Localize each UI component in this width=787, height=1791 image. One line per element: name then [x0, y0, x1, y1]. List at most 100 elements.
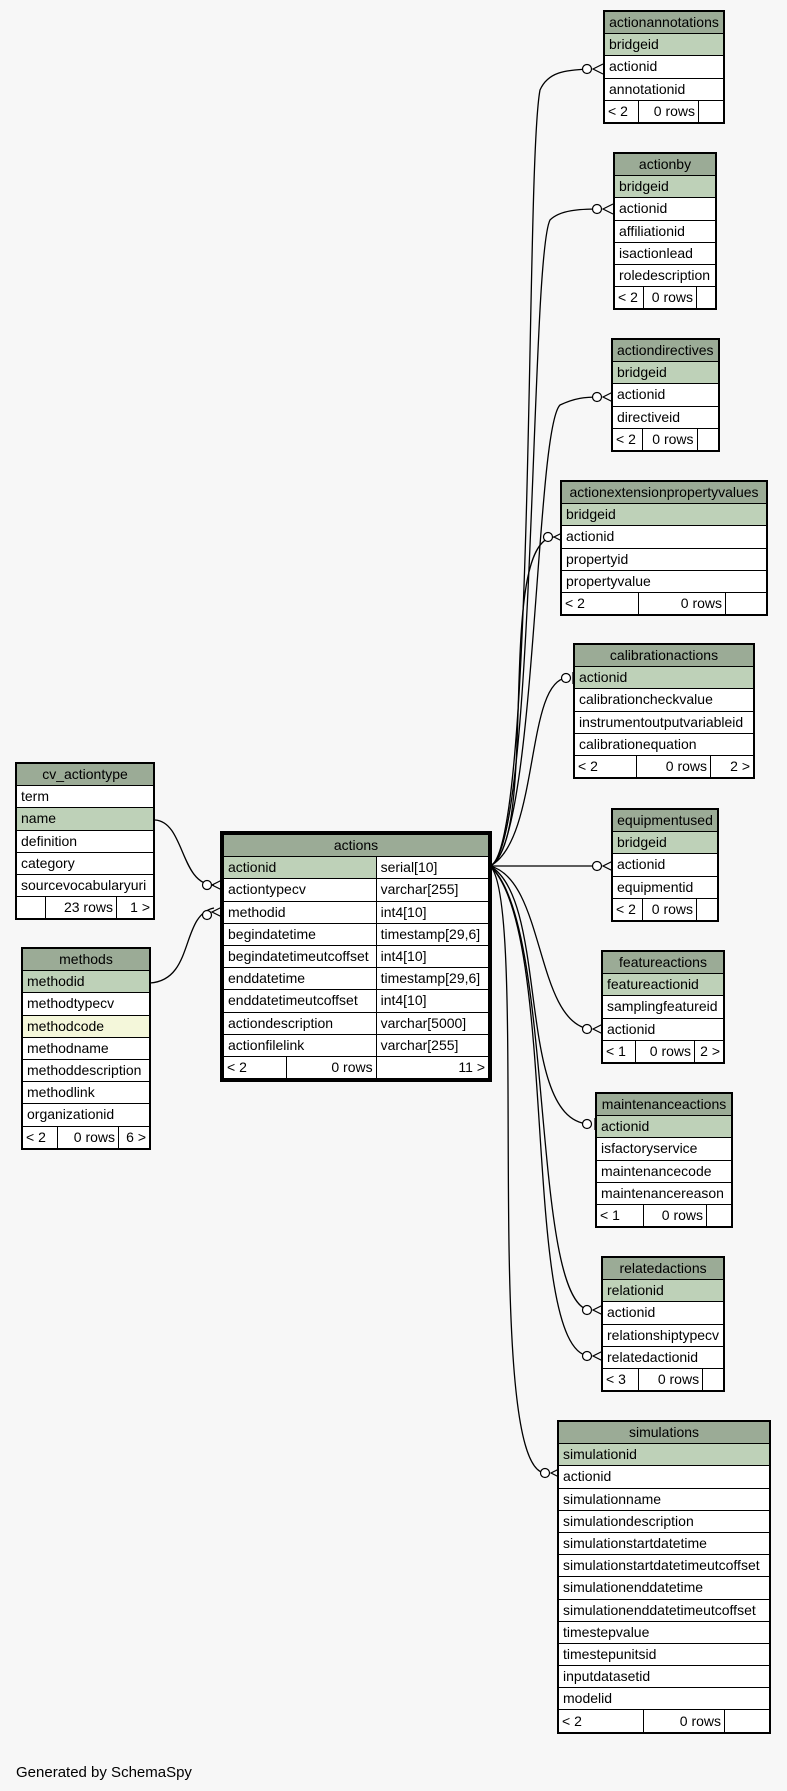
column-name[interactable]: equipmentid — [611, 875, 719, 899]
column-name[interactable]: bridgeid — [613, 175, 717, 199]
column-name[interactable]: calibrationequation — [573, 732, 755, 756]
column-name[interactable]: propertyvalue — [560, 569, 768, 593]
parent-count[interactable]: < 2 — [557, 1709, 644, 1734]
table-title[interactable]: actionextensionpropertyvalues — [560, 480, 768, 505]
column-name[interactable]: propertyid — [560, 547, 768, 571]
table-title[interactable]: maintenanceactions — [595, 1092, 733, 1117]
parent-count[interactable]: < 1 — [595, 1203, 644, 1228]
column-name[interactable]: simulationdescription — [557, 1509, 771, 1533]
column-name[interactable]: inputdatasetid — [557, 1665, 771, 1689]
column-name[interactable]: bridgeid — [611, 831, 719, 855]
column-name[interactable]: calibrationcheckvalue — [573, 688, 755, 712]
column-name[interactable]: relationid — [601, 1279, 725, 1303]
parent-count[interactable]: < 2 — [613, 286, 645, 310]
column-name[interactable]: simulationenddatetime — [557, 1576, 771, 1600]
child-count[interactable] — [696, 427, 719, 452]
table-title[interactable]: actionannotations — [603, 10, 725, 35]
table-title[interactable]: featureactions — [601, 950, 725, 975]
child-count[interactable] — [696, 286, 717, 310]
column-name[interactable]: begindatetime — [221, 922, 377, 946]
table-title[interactable]: equipmentused — [611, 808, 719, 833]
column-name[interactable]: actionid — [573, 666, 755, 690]
column-name[interactable]: actionid — [557, 1465, 771, 1489]
column-name[interactable]: timestepunitsid — [557, 1642, 771, 1667]
child-count[interactable] — [698, 99, 725, 124]
parent-count[interactable]: < 2 — [573, 754, 637, 779]
column-name[interactable]: bridgeid — [560, 503, 768, 527]
column-name[interactable]: actionid — [611, 853, 719, 877]
column-name[interactable]: simulationenddatetimeutcoffset — [557, 1598, 771, 1622]
column-name[interactable]: category — [15, 851, 155, 875]
parent-count[interactable]: < 2 — [21, 1125, 58, 1150]
column-name[interactable]: bridgeid — [603, 33, 725, 57]
column-name[interactable]: modelid — [557, 1687, 771, 1711]
column-name[interactable]: maintenancereason — [595, 1181, 733, 1205]
column-name[interactable]: roledescription — [613, 263, 717, 288]
child-count[interactable]: 2 > — [710, 754, 755, 779]
child-count[interactable]: 2 > — [694, 1039, 725, 1064]
child-count[interactable] — [696, 897, 719, 922]
parent-count[interactable]: < 2 — [221, 1055, 287, 1081]
column-name[interactable]: isfactoryservice — [595, 1137, 733, 1161]
column-name[interactable]: begindatetimeutcoffset — [221, 944, 377, 969]
parent-count[interactable]: < 3 — [601, 1367, 639, 1392]
column-name[interactable]: simulationid — [557, 1443, 771, 1467]
column-name[interactable]: bridgeid — [611, 361, 719, 385]
table-title[interactable]: actions — [221, 832, 491, 858]
column-name[interactable]: actionid — [611, 383, 719, 407]
column-name[interactable]: actiondescription — [221, 1011, 377, 1035]
child-count[interactable] — [706, 1203, 733, 1228]
column-name[interactable]: featureactionid — [601, 973, 725, 997]
column-name[interactable]: samplingfeatureid — [601, 995, 725, 1019]
column-name[interactable]: organizationid — [21, 1103, 151, 1127]
column-name[interactable]: instrumentoutputvariableid — [573, 710, 755, 734]
parent-count[interactable] — [15, 896, 46, 920]
column-name[interactable]: methodid — [21, 970, 151, 994]
parent-count[interactable]: < 2 — [560, 591, 639, 616]
column-name[interactable]: actionid — [601, 1017, 725, 1041]
column-name[interactable]: sourcevocabularyuri — [15, 873, 155, 898]
column-name[interactable]: definition — [15, 829, 155, 853]
column-name[interactable]: actionfilelink — [221, 1033, 377, 1057]
column-name[interactable]: enddatetime — [221, 967, 377, 991]
column-name[interactable]: methodtypecv — [21, 992, 151, 1016]
table-title[interactable]: simulations — [557, 1420, 771, 1445]
child-count[interactable]: 6 > — [118, 1125, 151, 1150]
column-name[interactable]: actionid — [601, 1301, 725, 1325]
column-name[interactable]: simulationstartdatetime — [557, 1531, 771, 1556]
column-name[interactable]: annotationid — [603, 77, 725, 101]
column-name[interactable]: actionid — [221, 856, 377, 880]
child-count[interactable]: 11 > — [375, 1055, 491, 1081]
child-count[interactable]: 1 > — [116, 896, 155, 920]
column-name[interactable]: relationshiptypecv — [601, 1323, 725, 1347]
column-name[interactable]: directiveid — [611, 405, 719, 429]
child-count[interactable] — [725, 591, 768, 616]
column-name[interactable]: actionid — [560, 525, 768, 549]
column-name[interactable]: enddatetimeutcoffset — [221, 989, 377, 1013]
column-name[interactable]: methoddescription — [21, 1058, 151, 1083]
parent-count[interactable]: < 1 — [601, 1039, 636, 1064]
column-name[interactable]: simulationname — [557, 1487, 771, 1511]
column-name[interactable]: methodid — [221, 900, 377, 924]
column-name[interactable]: actiontypecv — [221, 878, 377, 902]
column-name[interactable]: methodcode — [21, 1014, 151, 1038]
column-name[interactable]: maintenancecode — [595, 1159, 733, 1183]
table-title[interactable]: calibrationactions — [573, 643, 755, 668]
child-count[interactable] — [724, 1709, 771, 1734]
column-name[interactable]: relatedactionid — [601, 1345, 725, 1369]
column-name[interactable]: actionid — [603, 55, 725, 79]
column-name[interactable]: isactionlead — [613, 241, 717, 265]
parent-count[interactable]: < 2 — [611, 427, 644, 452]
column-name[interactable]: timestepvalue — [557, 1620, 771, 1644]
parent-count[interactable]: < 2 — [611, 897, 644, 922]
column-name[interactable]: actionid — [595, 1115, 733, 1139]
table-title[interactable]: cv_actiontype — [15, 762, 155, 787]
parent-count[interactable]: < 2 — [603, 99, 639, 124]
table-title[interactable]: relatedactions — [601, 1256, 725, 1281]
column-name[interactable]: actionid — [613, 197, 717, 221]
column-name[interactable]: simulationstartdatetimeutcoffset — [557, 1554, 771, 1578]
column-name[interactable]: methodname — [21, 1036, 151, 1060]
table-title[interactable]: actionby — [613, 152, 717, 177]
child-count[interactable] — [702, 1367, 725, 1392]
column-name[interactable]: affiliationid — [613, 219, 717, 243]
